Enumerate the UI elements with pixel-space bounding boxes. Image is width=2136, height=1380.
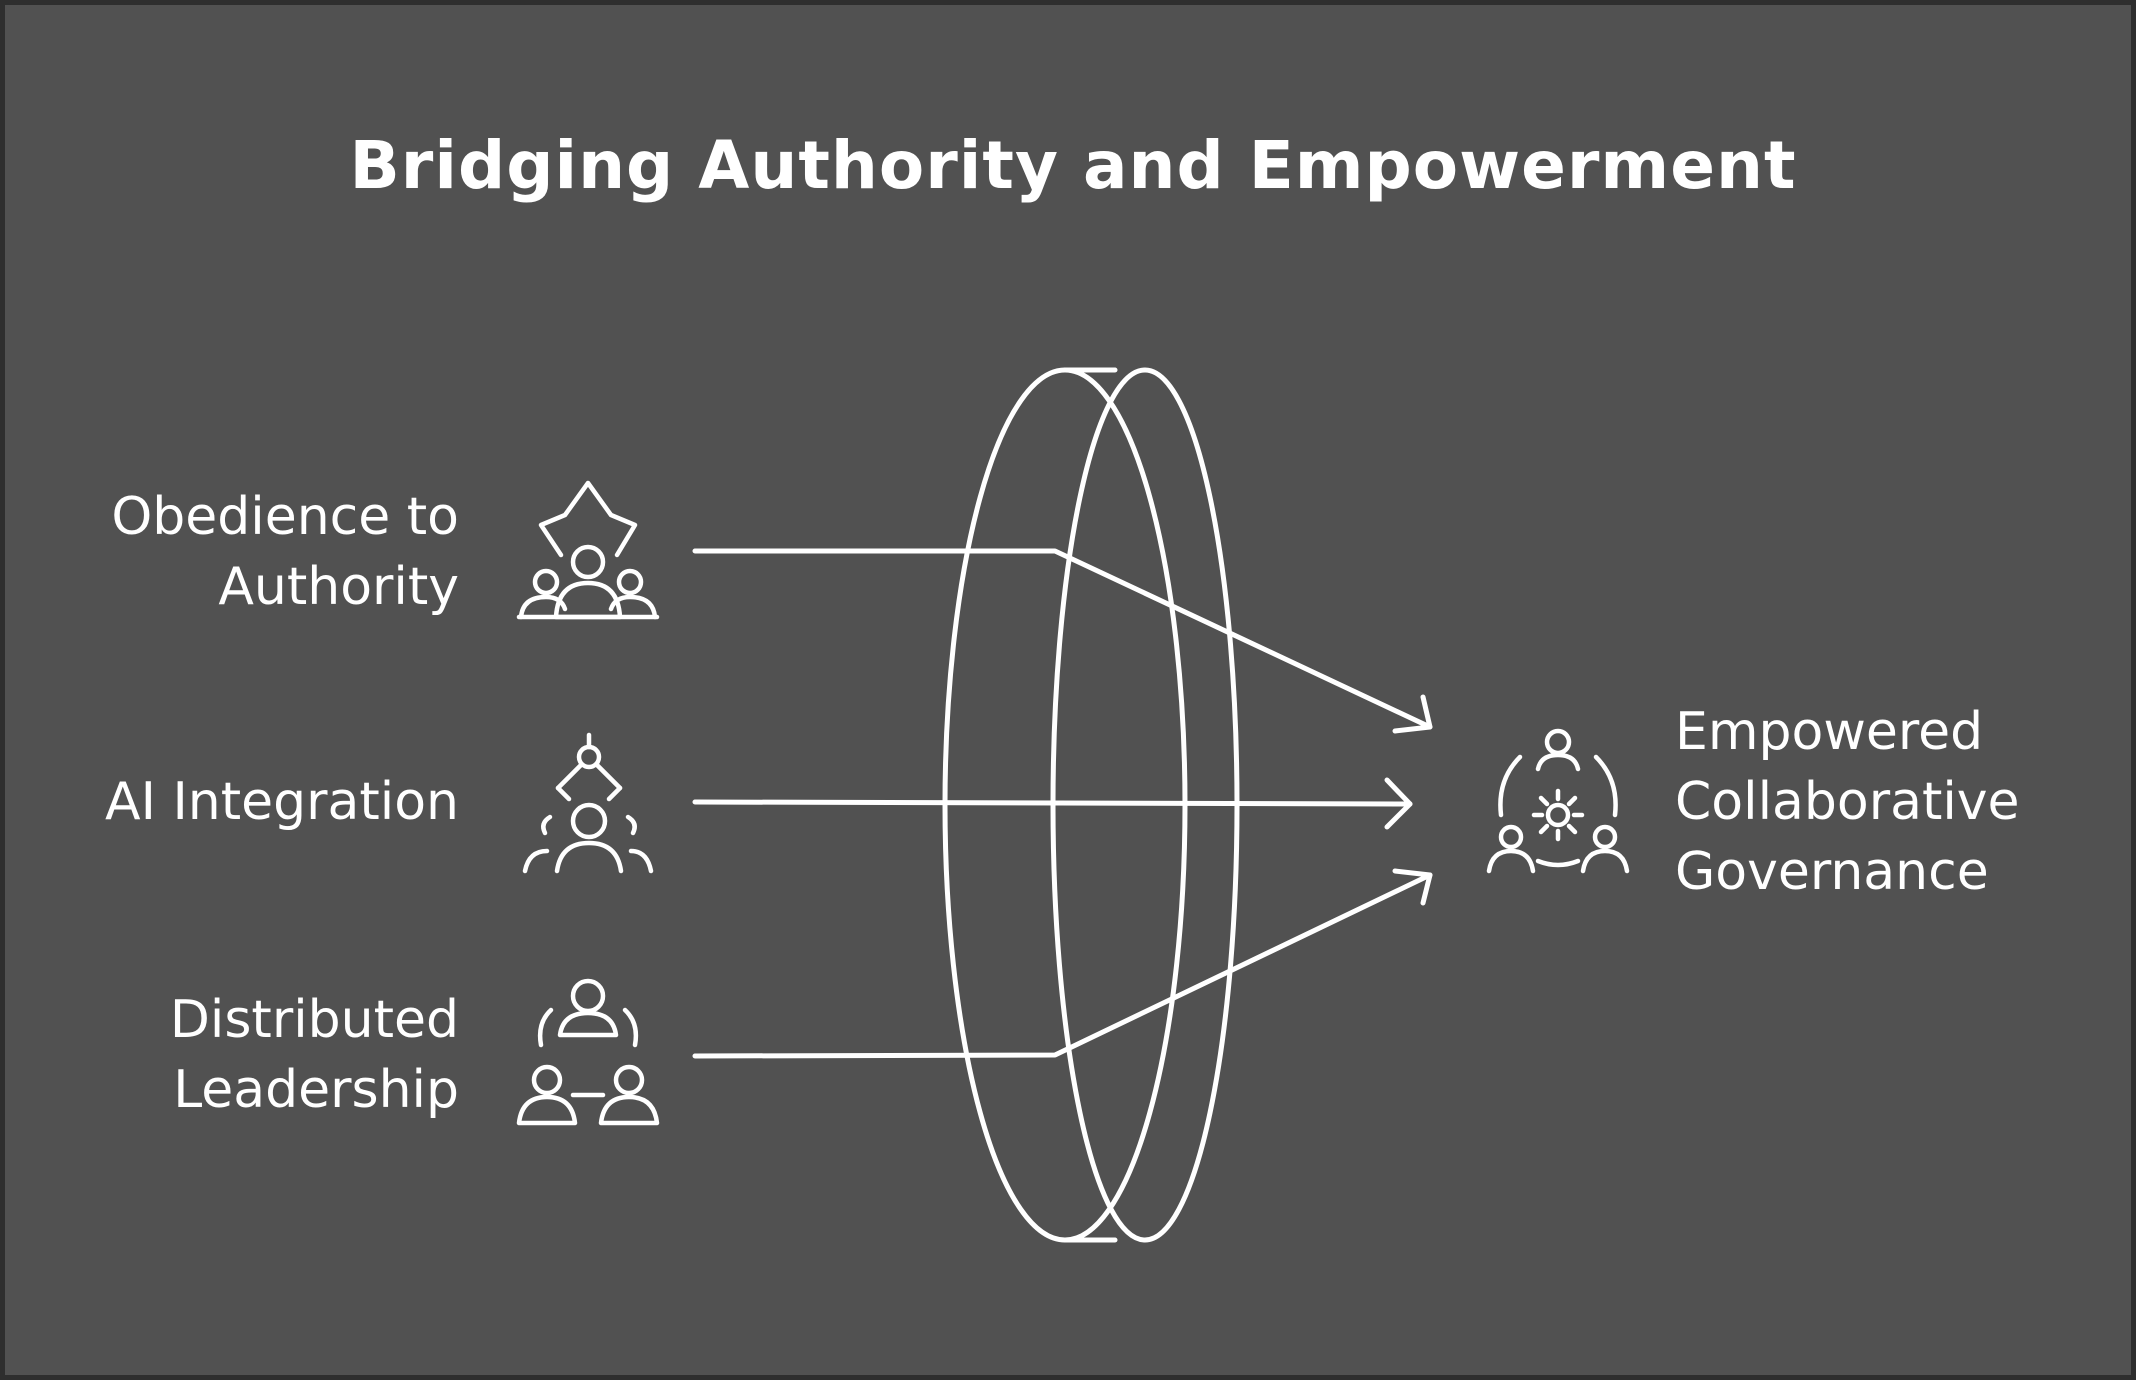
gov-right-head [1592,824,1618,850]
hierarchy-center-body [553,580,623,620]
arrow-bottom-line [692,872,1433,1059]
arrow-middle-line [692,799,1413,807]
team-left-body [516,1094,578,1126]
diagram-title: Bridging Authority and Empowerment [349,127,1797,204]
input-label-line: Authority [218,557,459,617]
ai-link-left-tip [555,785,572,802]
ai-side-right [625,814,637,836]
input-label-line: Obedience to [111,487,459,547]
input-label-distributed: Distributed Leadership [170,985,459,1125]
collaborative-governance-icon [1486,728,1630,874]
ai-side-left-body [522,848,550,874]
arrow-top [692,548,1433,734]
gov-arc-right [1593,754,1618,818]
gov-left-head [1498,824,1524,850]
gov-arc-left [1498,754,1523,818]
team-right-head [613,1064,645,1096]
input-label-line: AI Integration [105,772,459,832]
output-label-line: Governance [1675,842,1989,902]
ai-network-people-icon [522,732,654,874]
arrow-middle [692,777,1413,830]
arrow-top-head [1392,694,1433,734]
input-label-line: Leadership [173,1060,459,1120]
gov-arc-bottom [1535,858,1581,868]
arrow-bottom [692,868,1433,1059]
team-left-head [531,1064,563,1096]
diagram-graphics [516,367,1630,1243]
hierarchy-arrow-outline [538,480,638,558]
distributed-team-icon [516,978,660,1126]
arrow-middle-head [1384,777,1413,830]
gov-gear-teeth [1531,788,1585,842]
arrow-bottom-head [1392,868,1433,906]
ai-link-right [594,762,623,791]
gov-top-body [1535,752,1581,772]
hierarchy-right-head [616,568,644,596]
ai-link-left [555,762,584,791]
team-top-body [557,1010,619,1038]
team-top-head [570,978,606,1014]
input-label-obedience: Obedience to Authority [111,482,459,622]
gov-left-body [1486,848,1536,874]
output-label: Empowered Collaborative Governance [1675,697,2020,907]
input-label-ai: AI Integration [105,767,459,837]
hierarchy-people-icon [516,480,660,620]
output-label-line: Empowered [1675,702,1984,762]
output-label-line: Collaborative [1675,772,2020,832]
hierarchy-center-head [570,544,606,580]
hierarchy-right-body [608,594,658,620]
ai-side-right-body [628,848,654,874]
team-arc-left [537,1007,554,1048]
gov-right-body [1580,848,1630,874]
ai-person-head [570,802,608,840]
ai-node [576,744,602,770]
ai-side-left [541,814,553,836]
gov-gear-center [1545,802,1571,828]
hierarchy-left-head [532,568,560,596]
gov-top-head [1544,728,1572,756]
team-arc-right [622,1007,639,1048]
hierarchy-left-body [518,594,568,620]
team-right-body [598,1094,660,1126]
ai-person-body [554,840,624,874]
ai-link-right-tip [606,785,623,802]
input-label-line: Distributed [169,990,459,1050]
arrow-top-line [692,548,1433,730]
